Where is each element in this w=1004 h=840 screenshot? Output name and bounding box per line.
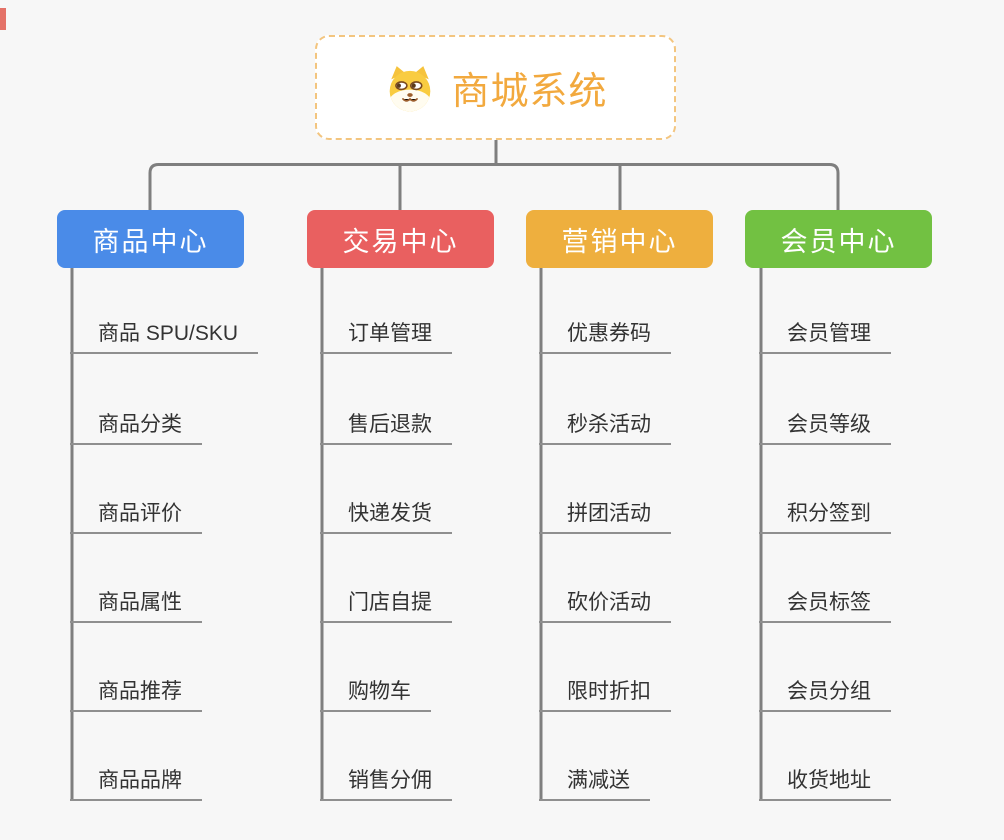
- branch-node-product-center[interactable]: 商品中心: [57, 210, 244, 268]
- root-node[interactable]: 商城系统: [315, 35, 676, 140]
- leaf-node[interactable]: 购物车: [320, 675, 431, 712]
- branch-label: 商品中心: [92, 226, 209, 257]
- shiba-dog-icon: [390, 65, 431, 111]
- leaf-node[interactable]: 会员等级: [759, 408, 891, 445]
- leaf-node[interactable]: 商品属性: [70, 586, 202, 623]
- branch-node-marketing-center[interactable]: 营销中心: [526, 210, 713, 268]
- leaf-node[interactable]: 销售分佣: [320, 764, 452, 801]
- branch-node-trade-center[interactable]: 交易中心: [307, 210, 494, 268]
- leaf-node[interactable]: 售后退款: [320, 408, 452, 445]
- leaf-node[interactable]: 商品评价: [70, 497, 202, 534]
- leaf-node[interactable]: 商品 SPU/SKU: [70, 317, 259, 354]
- leaf-node[interactable]: 商品品牌: [70, 764, 202, 801]
- leaf-node[interactable]: 拼团活动: [539, 497, 671, 534]
- branch-bus-line: [148, 163, 840, 211]
- leaf-node[interactable]: 快递发货: [320, 497, 452, 534]
- leaf-node[interactable]: 收货地址: [759, 764, 891, 801]
- leaf-node[interactable]: 门店自提: [320, 586, 452, 623]
- branch-node-member-center[interactable]: 会员中心: [745, 210, 932, 268]
- leaf-node[interactable]: 砍价活动: [539, 586, 671, 623]
- leaf-node[interactable]: 会员标签: [759, 586, 891, 623]
- cropped-left-artifact: [0, 8, 6, 30]
- leaf-node[interactable]: 会员分组: [759, 675, 891, 712]
- leaf-node[interactable]: 商品分类: [70, 408, 202, 445]
- leaf-node[interactable]: 满减送: [539, 764, 650, 801]
- root-title: 商城系统: [451, 71, 608, 113]
- leaf-node[interactable]: 会员管理: [759, 317, 891, 354]
- leaf-node[interactable]: 优惠券码: [539, 317, 671, 354]
- branch-label: 会员中心: [780, 226, 897, 257]
- leaf-node[interactable]: 秒杀活动: [539, 408, 671, 445]
- leaf-node[interactable]: 订单管理: [320, 317, 452, 354]
- leaf-node[interactable]: 限时折扣: [539, 675, 671, 712]
- leaf-node[interactable]: 积分签到: [759, 497, 891, 534]
- branch-label: 交易中心: [342, 226, 459, 257]
- branch-label: 营销中心: [561, 226, 678, 257]
- leaf-node[interactable]: 商品推荐: [70, 675, 202, 712]
